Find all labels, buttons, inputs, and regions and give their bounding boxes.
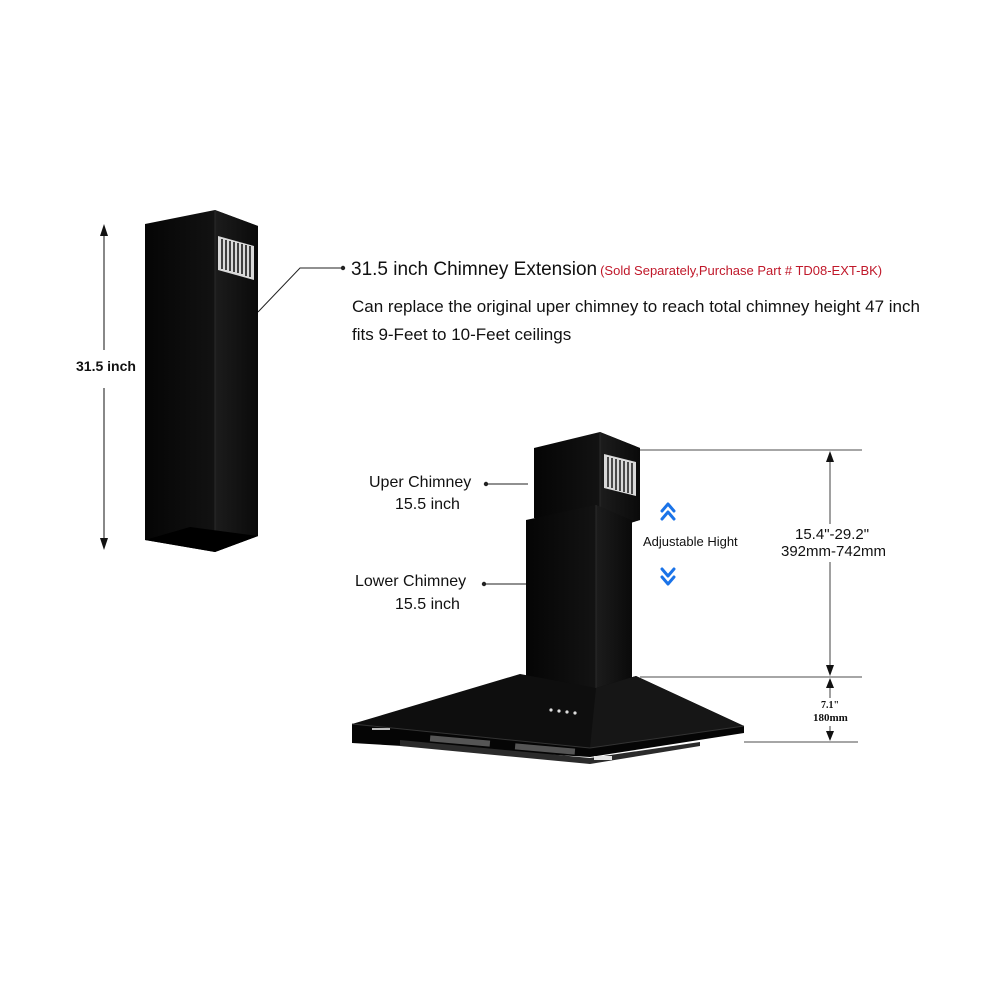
- control-buttons: [549, 708, 577, 715]
- extension-height-dimension: [100, 224, 108, 550]
- double-chevron-down-icon: [660, 567, 676, 586]
- hood-canopy: [351, 674, 745, 764]
- chimney-extension: [145, 210, 258, 552]
- upper-chimney-size: 15.5 inch: [395, 496, 460, 513]
- extension-height-label: 31.5 inch: [76, 358, 136, 374]
- canopy-height-mm: 180mm: [813, 712, 848, 724]
- canopy-height-inch: 7.1": [821, 700, 840, 711]
- double-chevron-up-icon: [660, 502, 676, 521]
- hood-leader-lines: [481, 481, 528, 587]
- lower-chimney-size: 15.5 inch: [395, 596, 460, 613]
- vent-grille-icon: [604, 454, 636, 496]
- hood-height-dimensions: [640, 449, 862, 743]
- extension-leader-line: [257, 265, 346, 313]
- vent-grille-icon: [218, 236, 254, 280]
- lower-chimney: [526, 505, 632, 692]
- extension-description-line2: fits 9-Feet to 10-Feet ceilings: [352, 325, 572, 344]
- adjustable-height-label: Adjustable Hight: [643, 534, 738, 549]
- range-hood: [351, 432, 745, 764]
- brand-logo: [372, 728, 390, 730]
- upper-chimney-label: Uper Chimney: [369, 474, 472, 491]
- extension-description-line1: Can replace the original uper chimney to…: [352, 297, 920, 316]
- height-range-mm: 392mm-742mm: [781, 543, 887, 560]
- lower-chimney-label: Lower Chimney: [355, 573, 467, 590]
- height-range-inch: 15.4"-29.2": [795, 526, 870, 543]
- extension-purchase-note: (Sold Separately,Purchase Part # TD08-EX…: [600, 263, 883, 278]
- extension-title-text: 31.5 inch Chimney Extension: [351, 259, 598, 280]
- extension-title: 31.5 inch Chimney Extension(Sold Separat…: [351, 259, 882, 281]
- upper-chimney: [534, 432, 640, 532]
